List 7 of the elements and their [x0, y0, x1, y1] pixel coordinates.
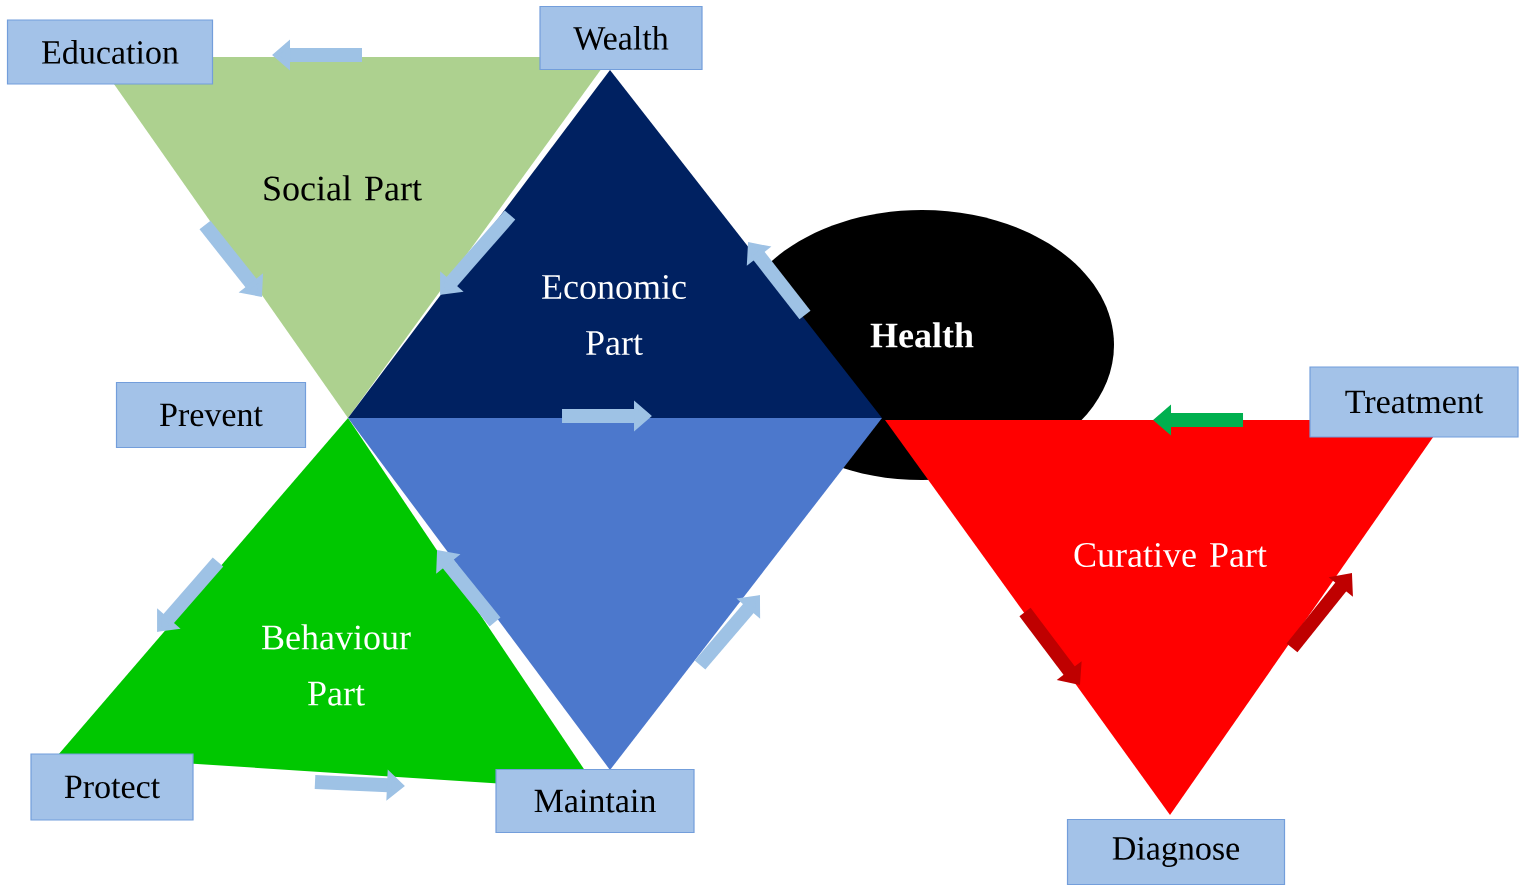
- label-box: Protect: [30, 753, 194, 821]
- label-box: Education: [6, 19, 214, 85]
- label-box: Maintain: [495, 768, 695, 834]
- label-box: Diagnose: [1066, 818, 1286, 886]
- label-box: Wealth: [539, 5, 703, 71]
- label-box: Prevent: [115, 381, 307, 449]
- label-box: Treatment: [1309, 366, 1519, 438]
